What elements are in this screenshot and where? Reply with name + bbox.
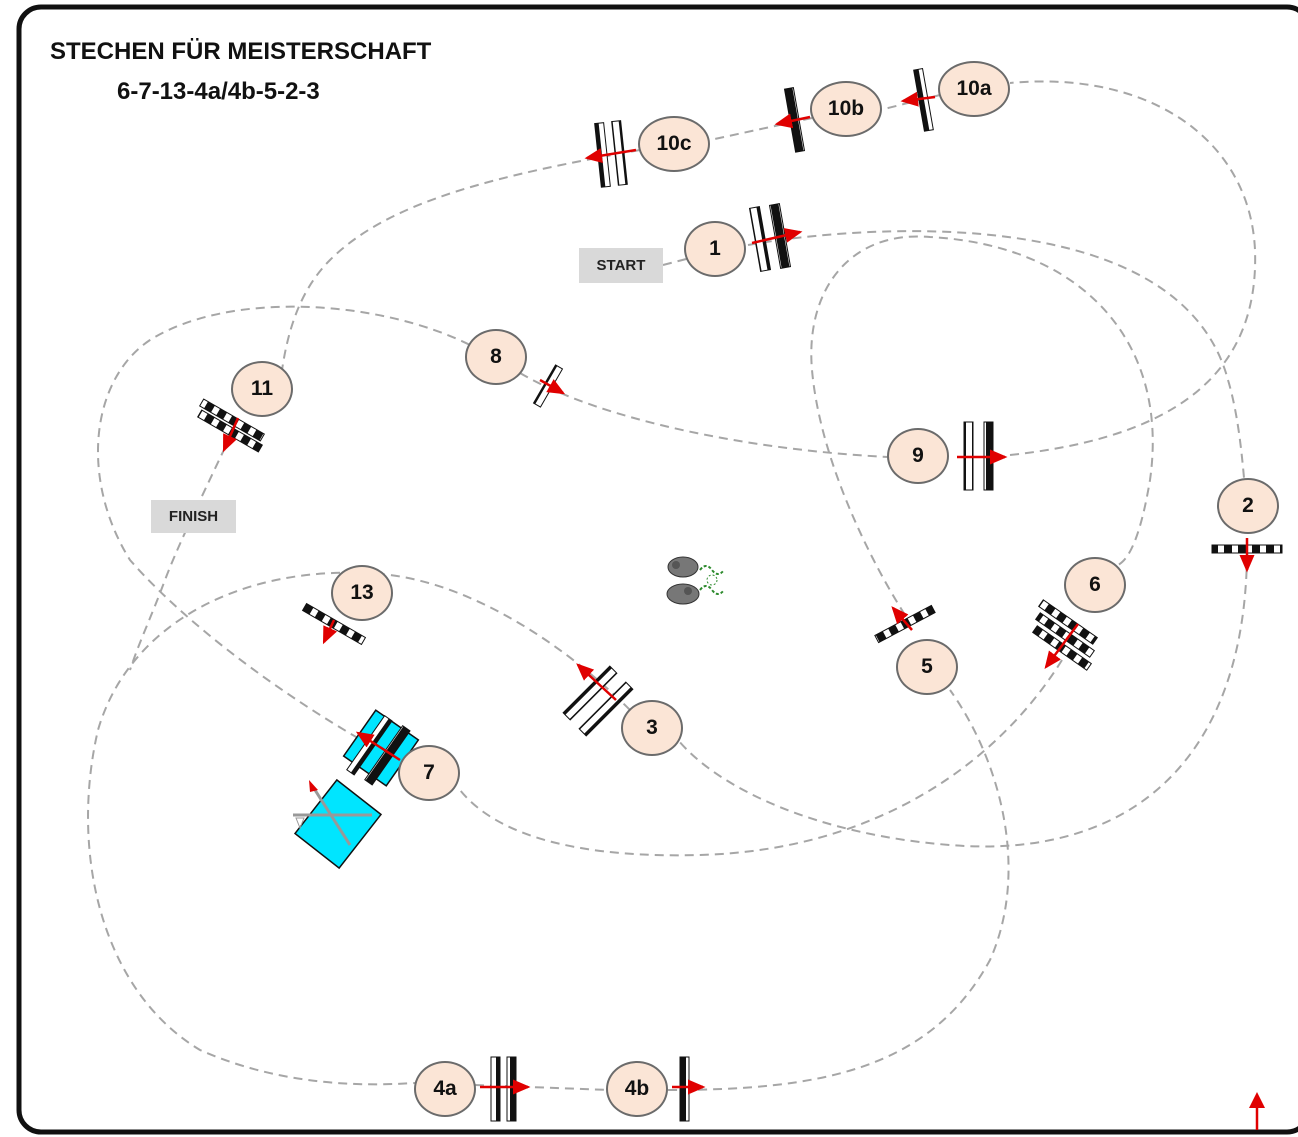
obstacle-number-9: 9 (887, 428, 949, 484)
obstacle-number-11: 11 (231, 361, 293, 417)
obstacle-number-3: 3 (621, 700, 683, 756)
fence-10c (584, 120, 637, 188)
obstacle-number-13: 13 (331, 565, 393, 621)
fence-4b (672, 1056, 706, 1122)
obstacle-number-10c: 10c (638, 116, 710, 172)
fence-9 (957, 421, 1008, 491)
obstacle-number-8: 8 (465, 329, 527, 385)
water-jump-icon (293, 778, 383, 870)
fence-1 (748, 203, 803, 272)
page-subtitle: 6-7-13-4a/4b-5-2-3 (117, 78, 320, 105)
fence-10b (774, 87, 811, 153)
fence-13 (301, 602, 367, 646)
page-title: STECHEN FÜR MEISTERSCHAFT (50, 38, 432, 65)
fence-4a (480, 1056, 531, 1122)
fence-6 (1031, 599, 1099, 671)
obstacle-number-6: 6 (1064, 557, 1126, 613)
fence-11 (197, 398, 265, 453)
fence-3 (562, 663, 634, 737)
obstacle-number-10a: 10a (938, 61, 1010, 117)
north-arrow-icon (1249, 1092, 1265, 1130)
decoration-rocks-icon (666, 556, 725, 605)
obstacle-number-4b: 4b (606, 1061, 668, 1117)
fence-5 (874, 604, 936, 644)
obstacle-number-10b: 10b (810, 81, 882, 137)
fence-2 (1211, 538, 1283, 573)
obstacle-number-5: 5 (896, 639, 958, 695)
fence-10a (900, 68, 936, 132)
course-path (87, 80, 1257, 1091)
obstacle-number-7: 7 (398, 745, 460, 801)
fence-8 (532, 364, 566, 408)
obstacle-number-4a: 4a (414, 1061, 476, 1117)
course-frame (16, 4, 1298, 1135)
fence-7 (342, 709, 420, 787)
start-label: START (579, 248, 663, 283)
obstacle-number-1: 1 (684, 221, 746, 277)
obstacle-number-2: 2 (1217, 478, 1279, 534)
finish-label: FINISH (151, 500, 236, 533)
